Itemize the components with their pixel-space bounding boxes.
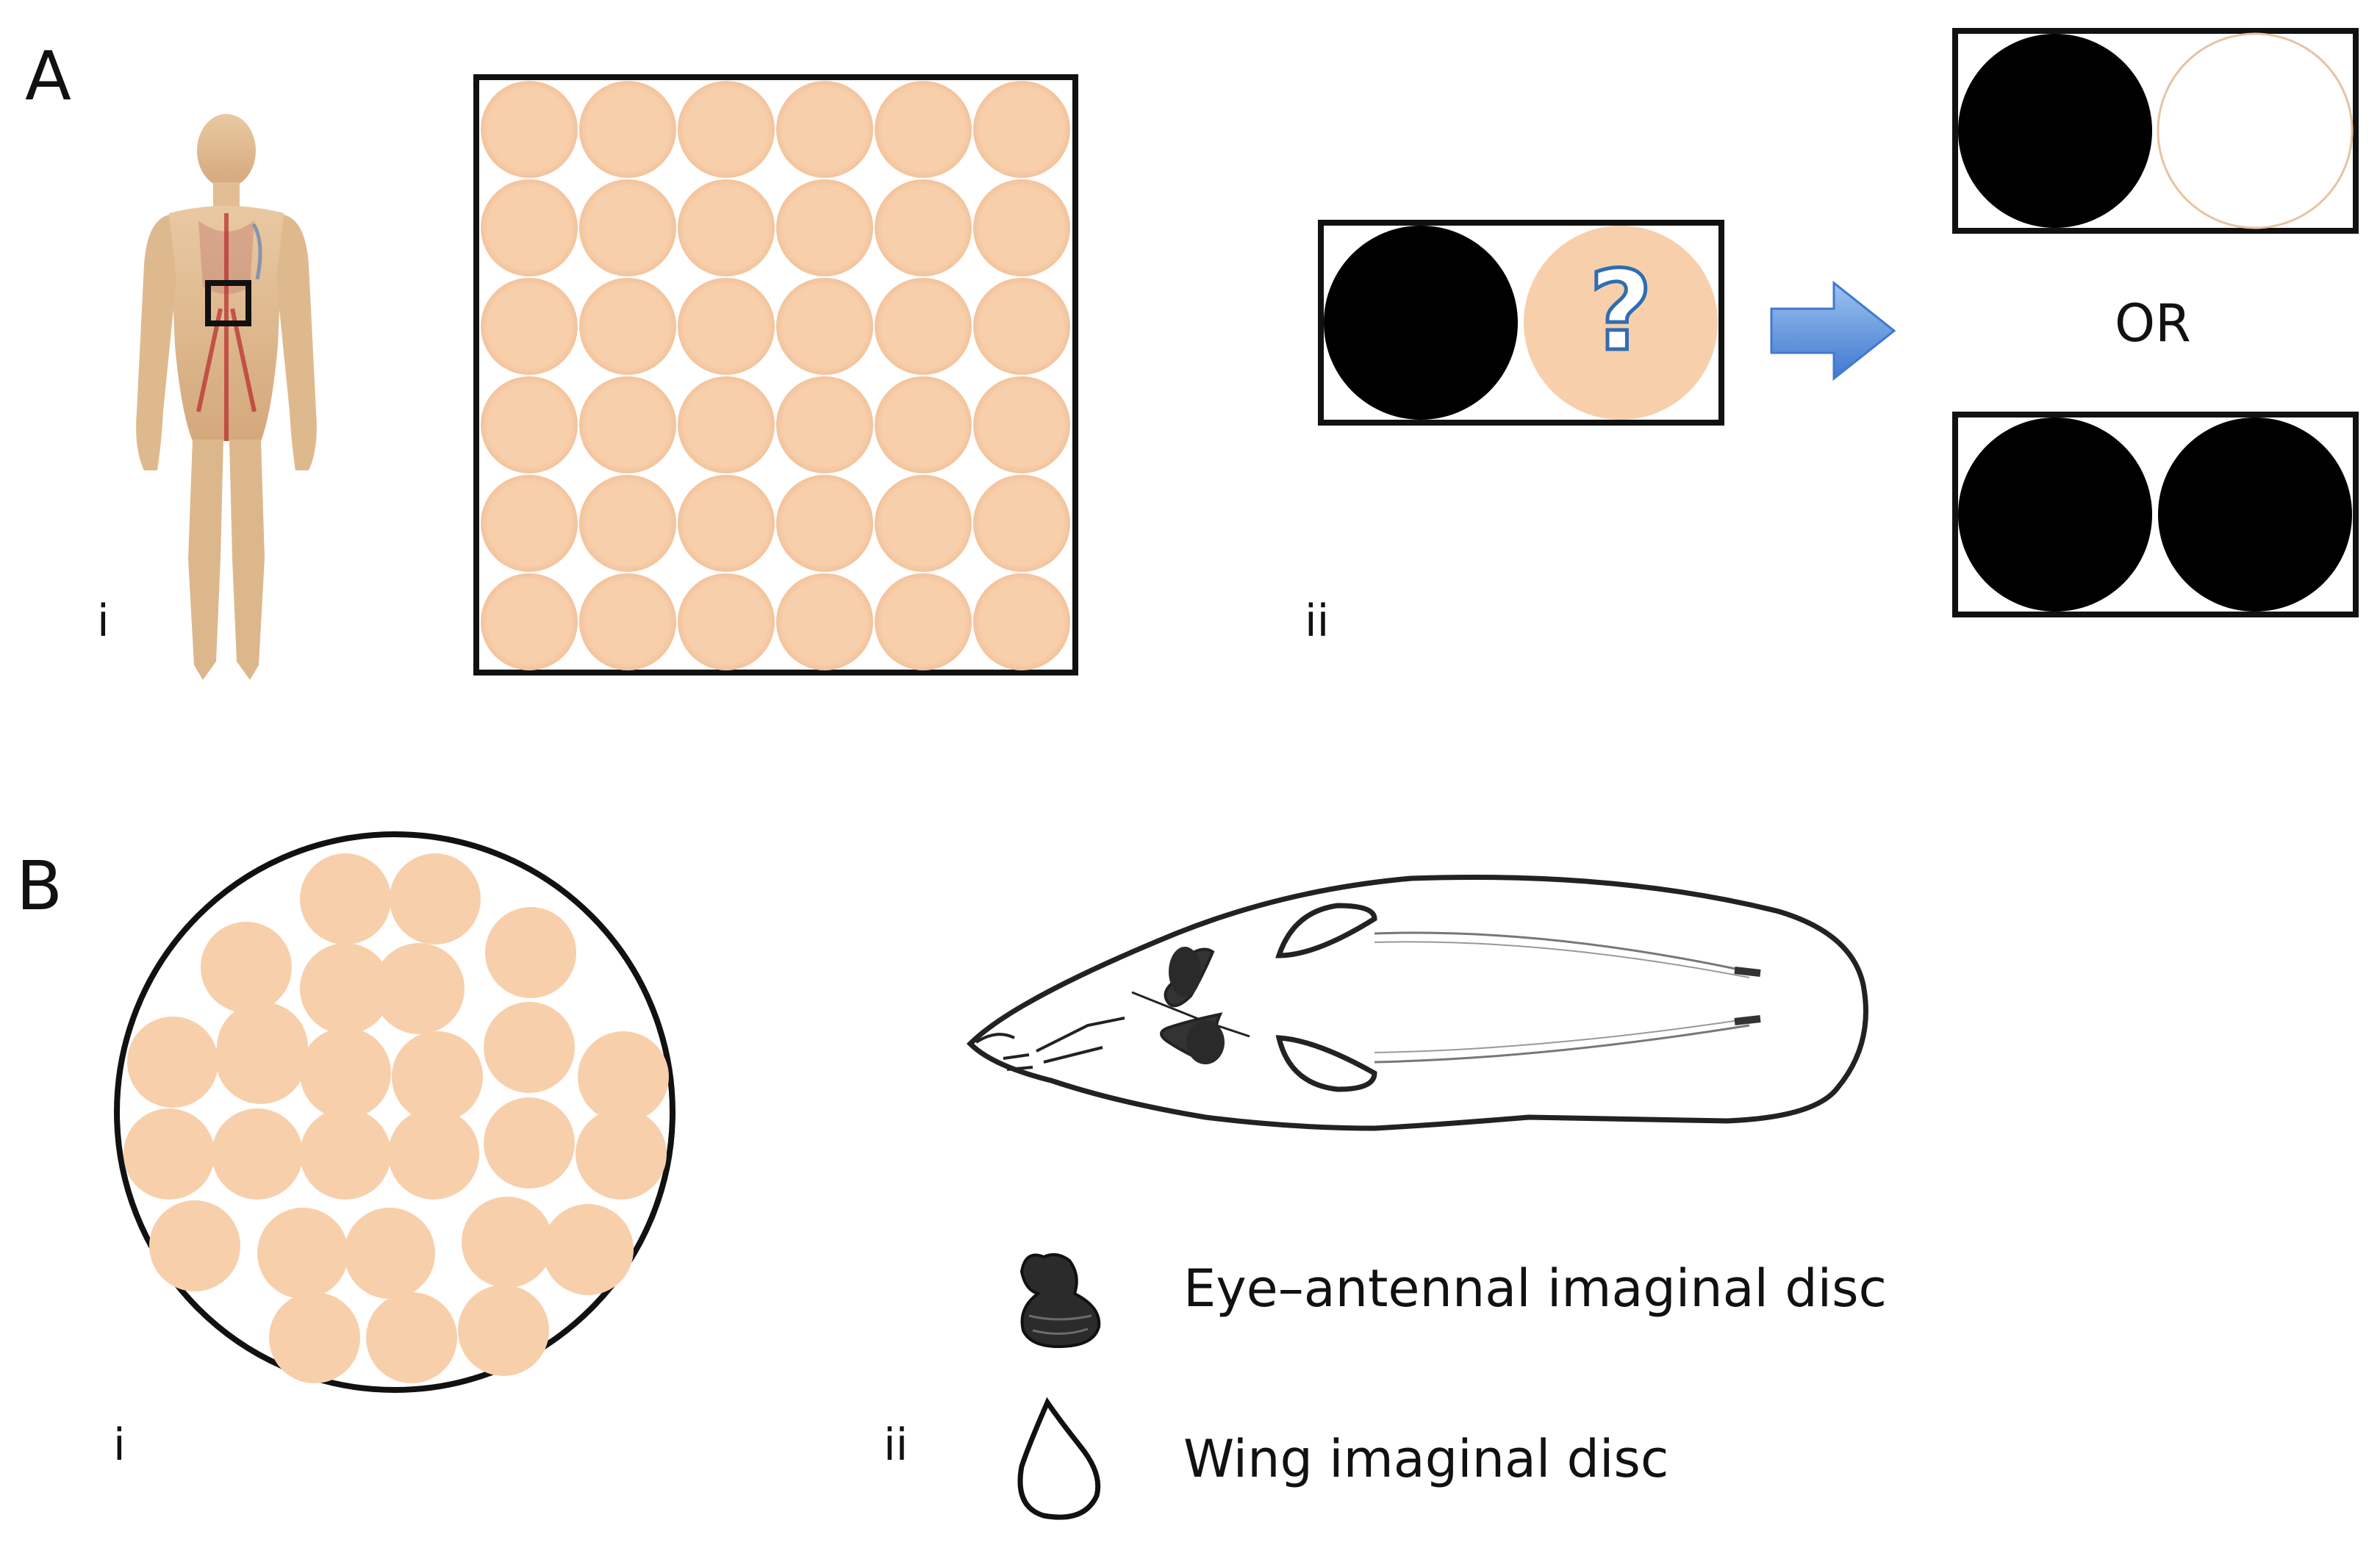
disc-cell bbox=[390, 853, 481, 945]
panel-a-label: A bbox=[25, 37, 71, 115]
human-body-illustration bbox=[136, 114, 317, 680]
tissue-cell bbox=[973, 573, 1070, 670]
tissue-cell bbox=[875, 81, 972, 178]
tissue-cell bbox=[481, 376, 578, 473]
wing-disc-lower bbox=[1275, 1035, 1377, 1092]
tissue-cell bbox=[875, 573, 972, 670]
outcome-black-black bbox=[1952, 412, 2359, 617]
imaginal-disc-cell-cluster bbox=[114, 831, 675, 1393]
disc-cell bbox=[123, 1108, 215, 1200]
disc-cell bbox=[300, 1108, 391, 1200]
tissue-cell bbox=[973, 81, 1070, 178]
undetermined-cell bbox=[1524, 226, 1718, 420]
eye-disc-legend-icon bbox=[1019, 1252, 1101, 1349]
tissue-cell bbox=[678, 81, 775, 178]
tissue-cell bbox=[875, 376, 972, 473]
disc-cell bbox=[366, 1292, 457, 1383]
tissue-cell bbox=[973, 278, 1070, 375]
disc-cell bbox=[458, 1285, 549, 1376]
eye-disc-legend-label: Eye–antennal imaginal disc bbox=[1183, 1258, 1888, 1319]
disc-cell bbox=[300, 853, 391, 945]
panel-a-sub-ii: ii bbox=[1305, 595, 1330, 647]
panel-a-sub-i: i bbox=[97, 595, 110, 647]
disc-cell bbox=[300, 1028, 391, 1119]
disc-cell bbox=[462, 1197, 553, 1288]
disc-cell bbox=[127, 1017, 218, 1108]
disc-cell bbox=[344, 1208, 435, 1299]
wing-disc-legend-icon bbox=[1017, 1397, 1101, 1520]
outcome-black-white bbox=[1952, 28, 2359, 234]
tissue-cell bbox=[776, 81, 873, 178]
tissue-cell bbox=[776, 573, 873, 670]
disc-cell bbox=[212, 1108, 303, 1200]
disc-cell bbox=[373, 943, 465, 1034]
wing-disc-legend-label: Wing imaginal disc bbox=[1183, 1429, 1669, 1489]
tissue-cell bbox=[579, 81, 676, 178]
panel-b-sub-ii: ii bbox=[883, 1419, 908, 1471]
tissue-cell bbox=[579, 475, 676, 572]
disc-cell bbox=[300, 943, 391, 1034]
disc-cell bbox=[201, 922, 292, 1013]
tissue-cell bbox=[973, 179, 1070, 276]
drosophila-larva-drawing bbox=[967, 874, 1868, 1131]
disc-cell bbox=[484, 1097, 575, 1189]
tissue-cell bbox=[678, 376, 775, 473]
tissue-cell bbox=[776, 475, 873, 572]
tissue-cell bbox=[678, 278, 775, 375]
disc-cell bbox=[388, 1108, 479, 1200]
tissue-cell bbox=[973, 376, 1070, 473]
tissue-cell bbox=[481, 475, 578, 572]
or-label: OR bbox=[2115, 293, 2191, 354]
tissue-cell bbox=[481, 573, 578, 670]
disc-cell bbox=[269, 1292, 360, 1383]
tissue-cell bbox=[973, 475, 1070, 572]
disc-cell bbox=[542, 1204, 634, 1295]
panel-b-label: B bbox=[16, 847, 63, 925]
tissue-cell bbox=[776, 376, 873, 473]
tissue-cell bbox=[579, 376, 676, 473]
disc-cell bbox=[215, 1013, 307, 1104]
tissue-cell bbox=[875, 475, 972, 572]
tissue-cell bbox=[481, 278, 578, 375]
tissue-cell bbox=[481, 179, 578, 276]
question-mark: ? bbox=[1588, 248, 1652, 376]
disc-cell bbox=[576, 1108, 667, 1200]
tissue-cell-grid bbox=[473, 74, 1078, 675]
black-cell bbox=[1324, 226, 1518, 420]
tissue-cell bbox=[776, 179, 873, 276]
tissue-cell bbox=[678, 573, 775, 670]
panel-b-sub-i: i bbox=[113, 1419, 126, 1471]
tissue-cell bbox=[481, 81, 578, 178]
tissue-cell bbox=[579, 179, 676, 276]
disc-cell bbox=[257, 1208, 348, 1299]
tissue-selection-box bbox=[205, 280, 251, 326]
tissue-cell bbox=[678, 179, 775, 276]
tissue-cell bbox=[875, 278, 972, 375]
cell-division-box: ? bbox=[1318, 220, 1724, 426]
tissue-cell bbox=[875, 179, 972, 276]
disc-cell bbox=[578, 1031, 669, 1122]
tissue-cell bbox=[579, 573, 676, 670]
disc-cell bbox=[149, 1200, 240, 1291]
right-arrow-icon bbox=[1770, 280, 1896, 381]
wing-disc-upper bbox=[1275, 903, 1377, 958]
disc-cell bbox=[484, 1002, 575, 1093]
tissue-cell bbox=[678, 475, 775, 572]
disc-cell bbox=[485, 907, 576, 998]
disc-cell bbox=[392, 1031, 483, 1122]
tissue-cell bbox=[579, 278, 676, 375]
tissue-cell bbox=[776, 278, 873, 375]
